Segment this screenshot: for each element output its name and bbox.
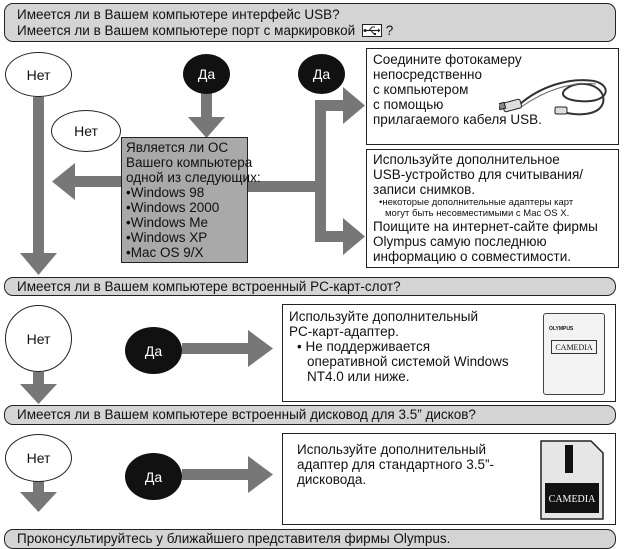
os-question-line: одной из следующих: [126,170,261,185]
pccard-brand-label: CAMEDIA [551,340,597,354]
arrow-os-yes-right [247,181,315,192]
floppy-adapter-image [540,440,604,520]
arrow-no-pccard-down [33,372,44,386]
question-floppy-band: Имеется ли в Вашем компьютере встроенный… [4,405,616,425]
pccard-note: • Не поддерживается [297,339,431,354]
usb-reader-line: информацию о совместимости. [373,249,572,264]
arrow-yes-floppy-right [182,469,250,480]
usb-cable-line: прилагаемого кабеля USB. [373,112,542,127]
usb-reader-note: могут быть несовместимыми с Mac OS X. [385,208,570,219]
usb-reader-note: •некоторые дополнительные адаптеры карт [379,197,574,208]
os-question-line: Вашего компьютера [126,155,253,170]
arrow-os-no-left-head [52,163,75,200]
usb-cable-line: Соедините фотокамеру [373,52,522,67]
os-question-line: Является ли ОС [126,140,229,155]
usb-reader-line: Olympus самую последнюю [373,234,547,249]
question-usb-band: Имеется ли в Вашем компьютере интерфейс … [4,3,616,42]
yes-floppy-circle: Да [125,453,182,500]
pccard-brand-small: OLYMPUS [549,326,574,332]
question-usb-line1: Имеется ли в Вашем компьютере интерфейс … [17,7,340,22]
os-item: •Windows 2000 [126,200,220,215]
yes-pccard-circle: Да [125,327,182,374]
usb-reader-line: Поищите на интернет-сайте фирмы [373,219,598,234]
usb-cable-box: Соедините фотокамеру непосредственно с к… [366,48,619,145]
arrow-to-usb-cable [315,100,345,111]
yes-usb-circle: Да [183,54,230,94]
usb-reader-line: USB-устройство для считывания/ [373,167,584,182]
os-item: •Mac OS 9/X [126,245,204,260]
question-pccard-band: Имеется ли в Вашем компьютере встроенный… [4,277,616,296]
os-item: •Windows Me [126,215,208,230]
arrow-yes-usb-down [201,93,212,119]
arrow-yes-floppy-right-head [248,456,273,493]
os-question-box: Является ли ОС Вашего компьютера одной и… [121,137,261,263]
arrow-to-usb-reader [315,231,345,242]
arrow-os-yes-branch [315,100,326,242]
pccard-note: NT4.0 или ниже. [307,369,410,384]
arrow-yes-pccard-right [182,343,250,354]
arrow-no-pccard-down-head [20,384,57,404]
no-usb-oval: Нет [5,52,72,97]
arrow-no-floppy-down-head [20,492,57,512]
floppy-box: Используйте дополнительный адаптер для с… [282,433,616,525]
usb-reader-line: записи снимков. [373,182,476,197]
yes-os-circle: Да [298,54,345,94]
usb-reader-line: Используйте дополнительное [373,152,560,167]
question-pccard-text: Имеется ли в Вашем компьютере встроенный… [17,279,401,294]
usb-port-icon [361,24,382,37]
question-usb-line2: Имеется ли в Вашем компьютере порт с мар… [17,23,603,39]
no-floppy-oval: Нет [5,434,72,482]
arrow-no-usb-down-head [20,253,57,275]
floppy-line: адаптер для стандартного 3.5”- [297,457,494,472]
floppy-line: дисковода. [297,472,367,487]
floppy-brand-label: CAMEDIA [548,494,596,505]
final-text: Проконсультируйтесь у ближайшего предста… [17,531,451,546]
usb-reader-box: Используйте дополнительное USB-устройств… [366,149,619,268]
no-os-oval: Нет [51,110,121,152]
usb-cable-line: с помощью [373,97,444,112]
question-usb-line2-text: Имеется ли в Вашем компьютере порт с мар… [17,23,356,38]
os-item: •Windows 98 [126,185,205,200]
final-band: Проконсультируйтесь у ближайшего предста… [4,529,616,549]
usb-cable-line: непосредственно [373,67,483,82]
pccard-line: PC-карт-адаптер. [289,324,399,339]
question-usb-line2-mark: ? [385,23,394,38]
pccard-box: Используйте дополнительный PC-карт-адапт… [282,304,616,402]
arrow-yes-usb-down-head [188,117,225,138]
question-floppy-text: Имеется ли в Вашем компьютере встроенный… [17,407,476,422]
usb-cable-line: с компьютером [373,82,469,97]
arrow-no-floppy-down [33,480,44,494]
arrow-to-usb-reader-head [343,218,365,255]
arrow-to-usb-cable-head [343,87,365,124]
usb-cable-image [499,79,607,116]
no-pccard-oval: Нет [5,305,72,372]
pccard-line: Используйте дополнительный [289,309,478,324]
pccard-adapter-image: OLYMPUS CAMEDIA [543,313,605,395]
floppy-line: Используйте дополнительный [297,442,486,457]
arrow-no-usb-down [33,97,44,255]
os-item: •Windows XP [126,230,208,245]
arrow-yes-pccard-right-head [248,330,273,367]
arrow-os-no-left [73,176,121,187]
pccard-note: оперативной системой Windows [307,354,509,369]
